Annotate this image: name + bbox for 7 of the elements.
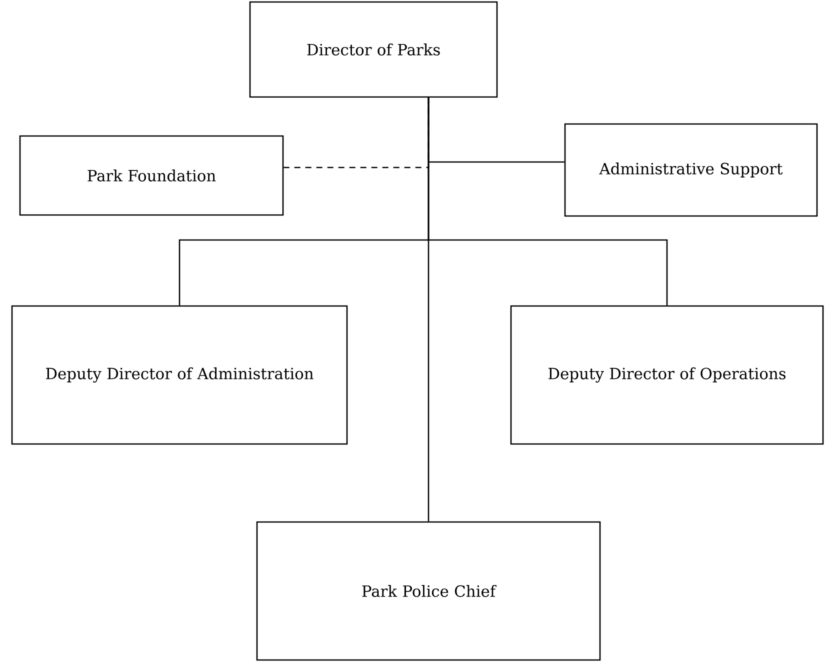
connector-line	[428, 98, 430, 522]
org-box: Park Police Chief	[256, 521, 601, 661]
org-box: Park Foundation	[19, 135, 284, 216]
org-box: Deputy Director of Operations	[510, 305, 824, 445]
org-box: Deputy Director of Administration	[11, 305, 348, 445]
org-box: Director of Parks	[249, 1, 498, 98]
org-box: Administrative Support	[564, 123, 818, 217]
